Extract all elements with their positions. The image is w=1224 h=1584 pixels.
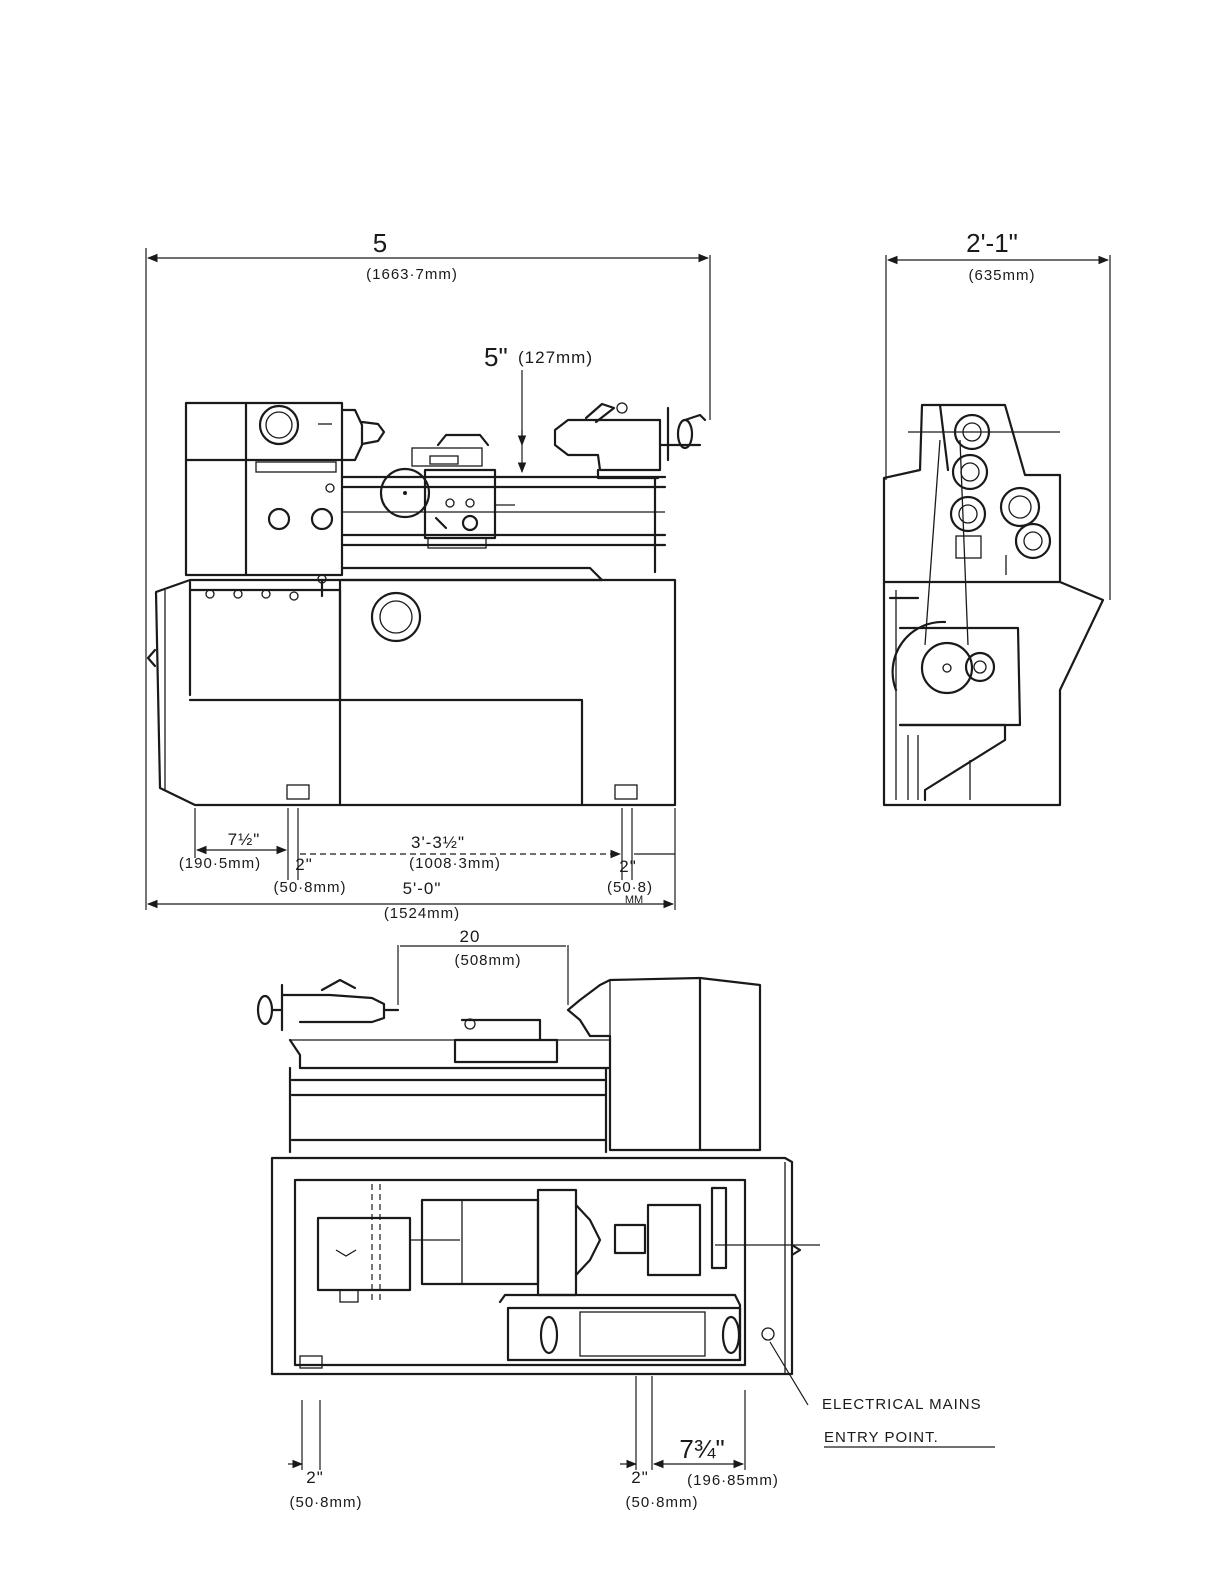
- rear-cabinet: [272, 1158, 792, 1374]
- mains-entry-label-line2: ENTRY POINT.: [824, 1429, 939, 1446]
- overall-width-mm-label: (635mm): [968, 267, 1035, 284]
- base-length-label: 5'-0": [403, 879, 442, 898]
- lathe-bed: [342, 477, 665, 580]
- end-view: 2'-1" (635mm): [884, 228, 1110, 805]
- rear-left-foot-width-label: 2": [306, 1468, 324, 1487]
- carriage: [381, 435, 515, 548]
- rear-right-foot-width-mm-label: (50·8mm): [625, 1494, 698, 1511]
- end-offset-label: 7¾": [679, 1434, 724, 1464]
- rear-left-foot: [300, 1356, 322, 1368]
- left-foot-width-mm-label: (50·8mm): [273, 879, 346, 896]
- front-view: 5 (1663·7mm) 5" (127mm): [146, 228, 710, 922]
- foot-centres-label: 3'-3½": [411, 833, 465, 852]
- rear-right-foot-width-label: 2": [631, 1468, 649, 1487]
- mains-entry-label-line1: ELECTRICAL MAINS: [822, 1396, 982, 1413]
- overall-length-mm-label: (1663·7mm): [366, 266, 458, 283]
- tailstock: [555, 403, 705, 478]
- rear-headstock: [568, 978, 760, 1150]
- between-centres-mm-label: (508mm): [454, 952, 521, 969]
- rear-left-foot-width-mm-label: (50·8mm): [289, 1494, 362, 1511]
- rear-tailstock: [282, 995, 384, 1022]
- right-foot-width-label: 2": [619, 857, 637, 876]
- overall-length-label: 5: [373, 228, 387, 258]
- base-length-mm-label: (1524mm): [384, 905, 460, 922]
- headstock: [186, 403, 384, 575]
- centre-height-label: 5": [484, 342, 508, 372]
- rear-view: 20 (508mm): [258, 927, 995, 1511]
- right-foot-width-unit-label: MM: [625, 894, 643, 906]
- left-foot-offset-label: 7½": [228, 830, 261, 849]
- end-offset-mm-label: (196·85mm): [687, 1472, 779, 1489]
- cabinet-stand: [148, 575, 675, 805]
- foot-centres-mm-label: (1008·3mm): [409, 855, 501, 872]
- between-centres-label: 20: [460, 927, 481, 946]
- centre-height-mm-label: (127mm): [518, 348, 593, 367]
- overall-width-label: 2'-1": [966, 228, 1018, 258]
- left-foot-offset-mm-label: (190·5mm): [179, 855, 261, 872]
- rear-carriage: [455, 1040, 557, 1062]
- left-foot-width-label: 2": [295, 855, 313, 874]
